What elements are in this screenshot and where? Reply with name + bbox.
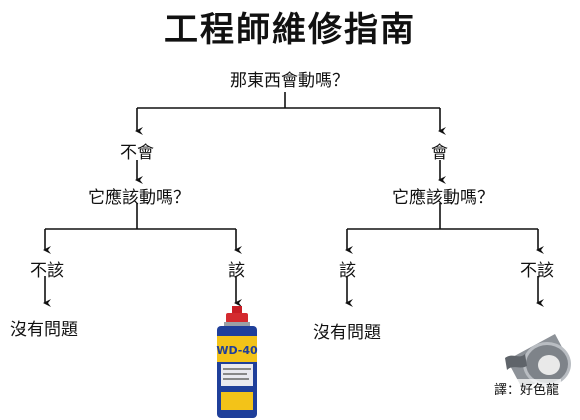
wd40-can-image: WD-40 xyxy=(216,306,258,418)
node-yes: 會 xyxy=(431,143,448,163)
result-no-problem-left: 沒有問題 xyxy=(10,320,78,340)
node-should-right: 該 xyxy=(339,261,356,281)
node-should-not-left: 不該 xyxy=(30,261,64,281)
node-should-it-move-right: 它應該動嗎？ xyxy=(392,188,494,208)
node-should-not-right: 不該 xyxy=(520,261,554,281)
node-does-it-move: 那東西會動嗎？ xyxy=(230,71,349,91)
wd40-label: WD-40 xyxy=(216,344,258,357)
translator-credit: 譯：好色龍 xyxy=(492,379,562,398)
diagram-title: 工程師維修指南 xyxy=(164,10,416,50)
duct-tape-image xyxy=(505,334,571,390)
node-no: 不會 xyxy=(120,143,154,163)
result-no-problem-right: 沒有問題 xyxy=(313,323,381,343)
node-should-left: 該 xyxy=(228,261,245,281)
node-should-it-move-left: 它應該動嗎？ xyxy=(88,188,190,208)
